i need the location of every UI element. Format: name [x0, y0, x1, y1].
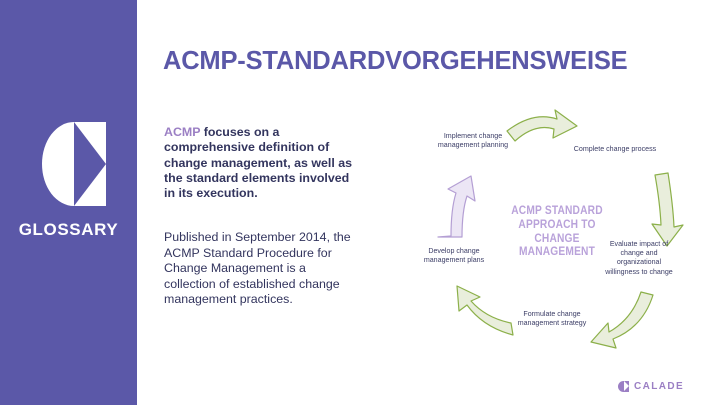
logo-triangle-cutout-shape — [74, 122, 106, 206]
arrow-right-icon — [651, 172, 684, 247]
body-paragraph: Published in September 2014, the ACMP St… — [164, 230, 351, 307]
cycle-label-implement: Implement change management planning — [437, 132, 509, 150]
page-title: ACMP-STANDARDVORGEHENSWEISE — [163, 47, 628, 75]
lead-paragraph: ACMP focuses on a comprehensive definiti… — [164, 125, 359, 201]
cycle-label-formulate: Formulate change management strategy — [517, 310, 587, 328]
arrow-bottom-right-icon — [590, 291, 654, 349]
footer-brand-name: CALADE — [634, 381, 685, 392]
footer-logo-triangle-cutout-shape — [623, 381, 629, 391]
cycle-label-develop: Develop change management plans — [423, 247, 485, 265]
cycle-label-evaluate: Evaluate impact of change and organizati… — [605, 240, 673, 276]
cycle-label-complete: Complete change process — [573, 145, 657, 153]
calade-logo-icon — [618, 381, 629, 392]
arrow-bottom-left-icon — [456, 285, 514, 336]
cycle-arrows-graphic — [437, 109, 684, 349]
calade-logo-icon — [42, 122, 106, 206]
arrow-top-icon — [506, 109, 578, 142]
arrow-left-icon — [437, 175, 476, 238]
logo-semicircle-shape — [42, 122, 74, 206]
lead-paragraph-rest: focuses on a comprehensive definition of… — [164, 125, 353, 201]
footer-brand: CALADE — [618, 381, 684, 392]
sidebar: GLOSSARY — [0, 0, 137, 405]
cycle-center-title: ACMP STANDARD APPROACH TO CHANGE MANAGEM… — [511, 204, 603, 259]
acmp-cycle-diagram: Implement change management planning Com… — [405, 105, 705, 375]
sidebar-label-glossary: GLOSSARY — [18, 220, 119, 239]
lead-accent-word: ACMP — [164, 125, 201, 139]
footer-logo-semicircle-shape — [618, 381, 624, 392]
